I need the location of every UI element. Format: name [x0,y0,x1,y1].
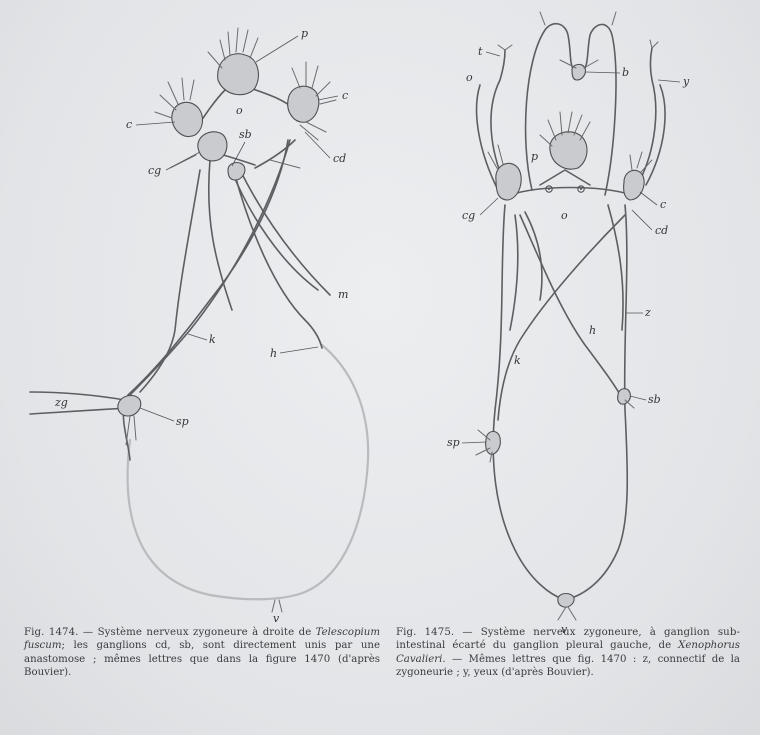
right-label-h: h [589,324,596,337]
left-visceral-loop [128,345,369,599]
right-label-b: b [622,66,629,79]
left-ganglion-cg [198,132,227,161]
caption-right-rest: . — Mêmes lettres que fig. 1470 : z, con… [396,654,740,678]
right-ganglion-sp [486,431,501,454]
right-label-y: y [682,75,690,88]
figure-right-drawing: t o b y p o cg c cd z h k sb sp v [447,12,690,636]
left-nerve-k [125,140,290,400]
caption-fig-1474: Fig. 1474. — Système nerveux zygoneure à… [24,626,380,679]
caption-left-lead: Fig. 1474. — Système nerveux zygoneure à… [24,627,311,638]
right-label-sb: sb [648,393,661,406]
right-label-o-eye: o [466,71,473,84]
left-label-v: v [273,612,280,625]
right-label-cg: cg [462,209,475,222]
right-label-sp: sp [447,436,460,449]
caption-fig-1475: Fig. 1475. — Système nerveux zygoneure, … [396,626,740,679]
figure-left-drawing: p o c c sb cg cd m k h zg sp v [30,27,368,625]
right-label-k: k [514,354,521,367]
left-ganglion-c-left [172,102,203,136]
left-ganglion-c-right [288,86,319,122]
left-label-p: p [301,27,308,40]
right-label-z: z [644,306,651,319]
right-ganglion-c [624,170,644,200]
caption-left-rest: ; les ganglions cd, sb, sont directement… [24,640,380,678]
right-ganglion-v [558,594,574,608]
right-ganglion-sb [618,389,631,404]
right-label-cd: cd [655,224,668,237]
left-label-cd: cd [333,152,346,165]
left-label-k: k [209,333,216,346]
left-label-sp: sp [176,415,189,428]
left-label-c-right: c [342,89,348,102]
left-nerve-h [235,175,322,348]
right-label-t: t [478,45,483,58]
right-label-o: o [561,209,568,222]
left-ganglion-p [218,54,259,95]
left-ganglion-sp [118,395,141,416]
left-label-c-left: c [126,118,132,131]
left-label-h: h [270,347,277,360]
left-label-o: o [236,104,243,117]
left-label-cg: cg [148,164,161,177]
right-nerve-h [520,215,622,398]
left-nerve-zg [30,392,125,400]
left-label-zg: zg [54,396,68,409]
left-ganglion-sb [228,163,245,180]
left-label-sb: sb [239,128,252,141]
right-visceral-loop [493,205,627,600]
left-label-m: m [338,288,348,301]
right-label-p: p [531,150,538,163]
right-label-c: c [660,198,666,211]
right-ganglion-cg [496,163,521,200]
